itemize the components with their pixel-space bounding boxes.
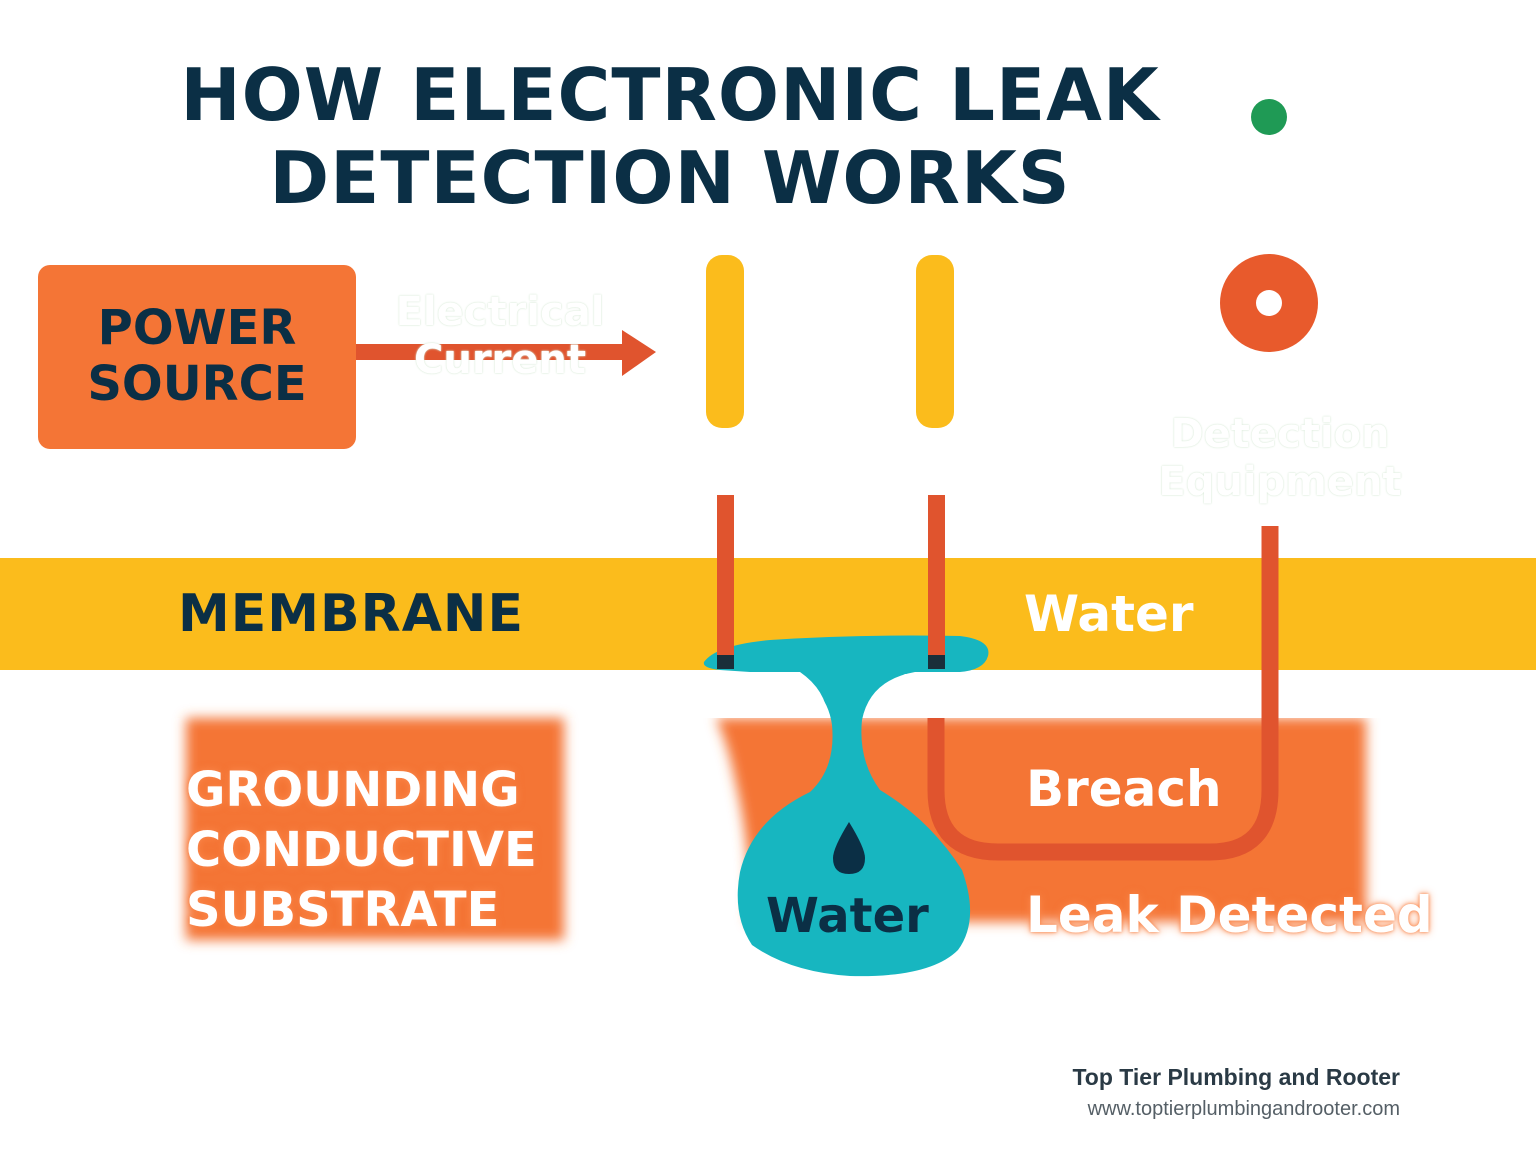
membrane-label: MEMBRANE: [178, 584, 524, 644]
current-label-line-1: Electrical: [395, 289, 605, 335]
probe-right: [916, 255, 954, 428]
pool-water-label: Water: [766, 888, 929, 944]
indicator-dot-icon: [1251, 99, 1287, 135]
circuit-return-path: [927, 526, 1279, 861]
page-title-line-1: HOW ELECTRONIC LEAK: [180, 53, 1160, 137]
leak-detected-label: Leak Detected: [1026, 886, 1433, 944]
current-label-line-2: Current: [413, 337, 586, 383]
electrode-left: [717, 495, 734, 658]
power-source-line-1: POWER: [97, 300, 297, 356]
power-source-box: [38, 265, 356, 449]
equipment-label-line-1: Detection: [1170, 411, 1390, 457]
breach-label: Breach: [1026, 760, 1222, 818]
probe-left: [706, 255, 744, 428]
arrow-icon: [356, 330, 656, 376]
equipment-label: Detection Equipment: [1150, 410, 1410, 506]
electrode-right: [928, 495, 945, 658]
target-ring-icon: [1220, 254, 1318, 352]
power-source-line-2: SOURCE: [87, 356, 307, 412]
company-website: www.toptierplumbingandrooter.com: [1087, 1098, 1400, 1120]
current-label: Electrical Current: [380, 288, 620, 384]
membrane-water-label: Water: [1024, 585, 1194, 643]
water-drop-icon: [833, 822, 865, 874]
equipment-label-line-2: Equipment: [1158, 459, 1402, 505]
power-source-label: POWER SOURCE: [38, 300, 356, 412]
substrate-label-line-2: CONDUCTIVE: [186, 822, 537, 878]
substrate-label: GROUNDING CONDUCTIVE SUBSTRATE: [186, 760, 537, 940]
substrate-label-line-3: SUBSTRATE: [186, 882, 500, 938]
substrate-label-line-1: GROUNDING: [186, 762, 520, 818]
page-title-line-2: DETECTION WORKS: [269, 136, 1071, 220]
water-shape: [700, 635, 1380, 977]
company-name: Top Tier Plumbing and Rooter: [1072, 1064, 1400, 1090]
